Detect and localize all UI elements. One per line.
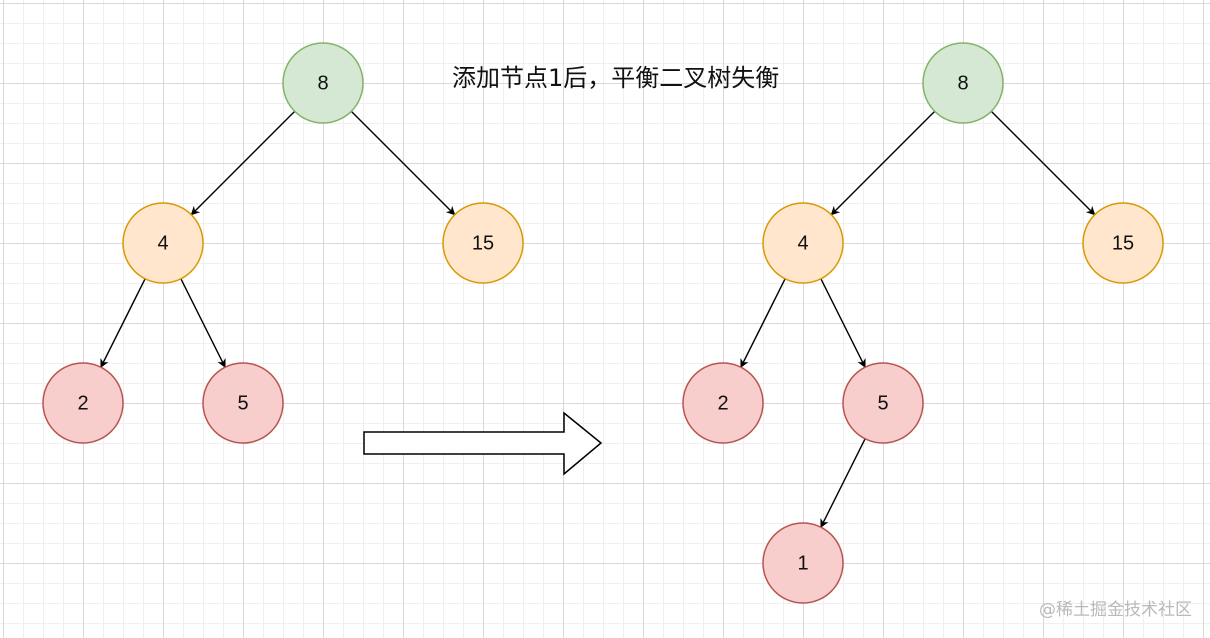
diagram-title: 添加节点1后，平衡二叉树失衡 — [452, 64, 780, 92]
edges-layer — [100, 110, 1096, 529]
node-circle — [762, 522, 844, 604]
node-label: 4 — [797, 232, 808, 254]
node-circle — [202, 362, 284, 444]
tree-before-node-8: 8 — [282, 42, 364, 124]
node-circle — [42, 362, 124, 444]
tree-after-node-2: 2 — [682, 362, 764, 444]
node-label: 8 — [957, 72, 968, 94]
transition-arrow — [363, 411, 603, 476]
node-label: 1 — [797, 552, 808, 574]
node-circle — [922, 42, 1004, 124]
edge-after-8-to-4 — [830, 110, 936, 216]
edge-after-4-to-5 — [819, 277, 866, 369]
edge-before-8-to-4 — [190, 110, 296, 216]
tree-after-node-1: 1 — [762, 522, 844, 604]
edge-before-4-to-2 — [100, 277, 147, 369]
node-label: 2 — [717, 392, 728, 414]
tree-after-node-8: 8 — [922, 42, 1004, 124]
edge-before-4-to-5 — [179, 277, 226, 369]
tree-after-node-5: 5 — [842, 362, 924, 444]
node-circle — [282, 42, 364, 124]
edge-after-8-to-15 — [990, 110, 1096, 216]
node-circle — [842, 362, 924, 444]
node-label: 8 — [317, 72, 328, 94]
nodes-layer: 8 4 15 2 5 8 4 15 2 5 1 — [42, 42, 1164, 604]
edge-after-4-to-2 — [740, 277, 787, 369]
node-circle — [442, 202, 524, 284]
tree-before-node-2: 2 — [42, 362, 124, 444]
node-label: 15 — [472, 232, 494, 254]
node-label: 4 — [157, 232, 168, 254]
tree-before-node-15: 15 — [442, 202, 524, 284]
node-circle — [122, 202, 204, 284]
watermark: @稀土掘金技术社区 — [1039, 600, 1192, 620]
tree-after-node-4: 4 — [762, 202, 844, 284]
node-label: 5 — [877, 392, 888, 414]
tree-before-node-5: 5 — [202, 362, 284, 444]
edge-after-5-to-1 — [820, 437, 867, 529]
tree-before-node-4: 4 — [122, 202, 204, 284]
node-label: 5 — [237, 392, 248, 414]
node-circle — [1082, 202, 1164, 284]
tree-after-node-15: 15 — [1082, 202, 1164, 284]
edge-before-8-to-15 — [350, 110, 456, 216]
node-circle — [682, 362, 764, 444]
node-label: 2 — [77, 392, 88, 414]
node-label: 15 — [1112, 232, 1134, 254]
node-circle — [762, 202, 844, 284]
